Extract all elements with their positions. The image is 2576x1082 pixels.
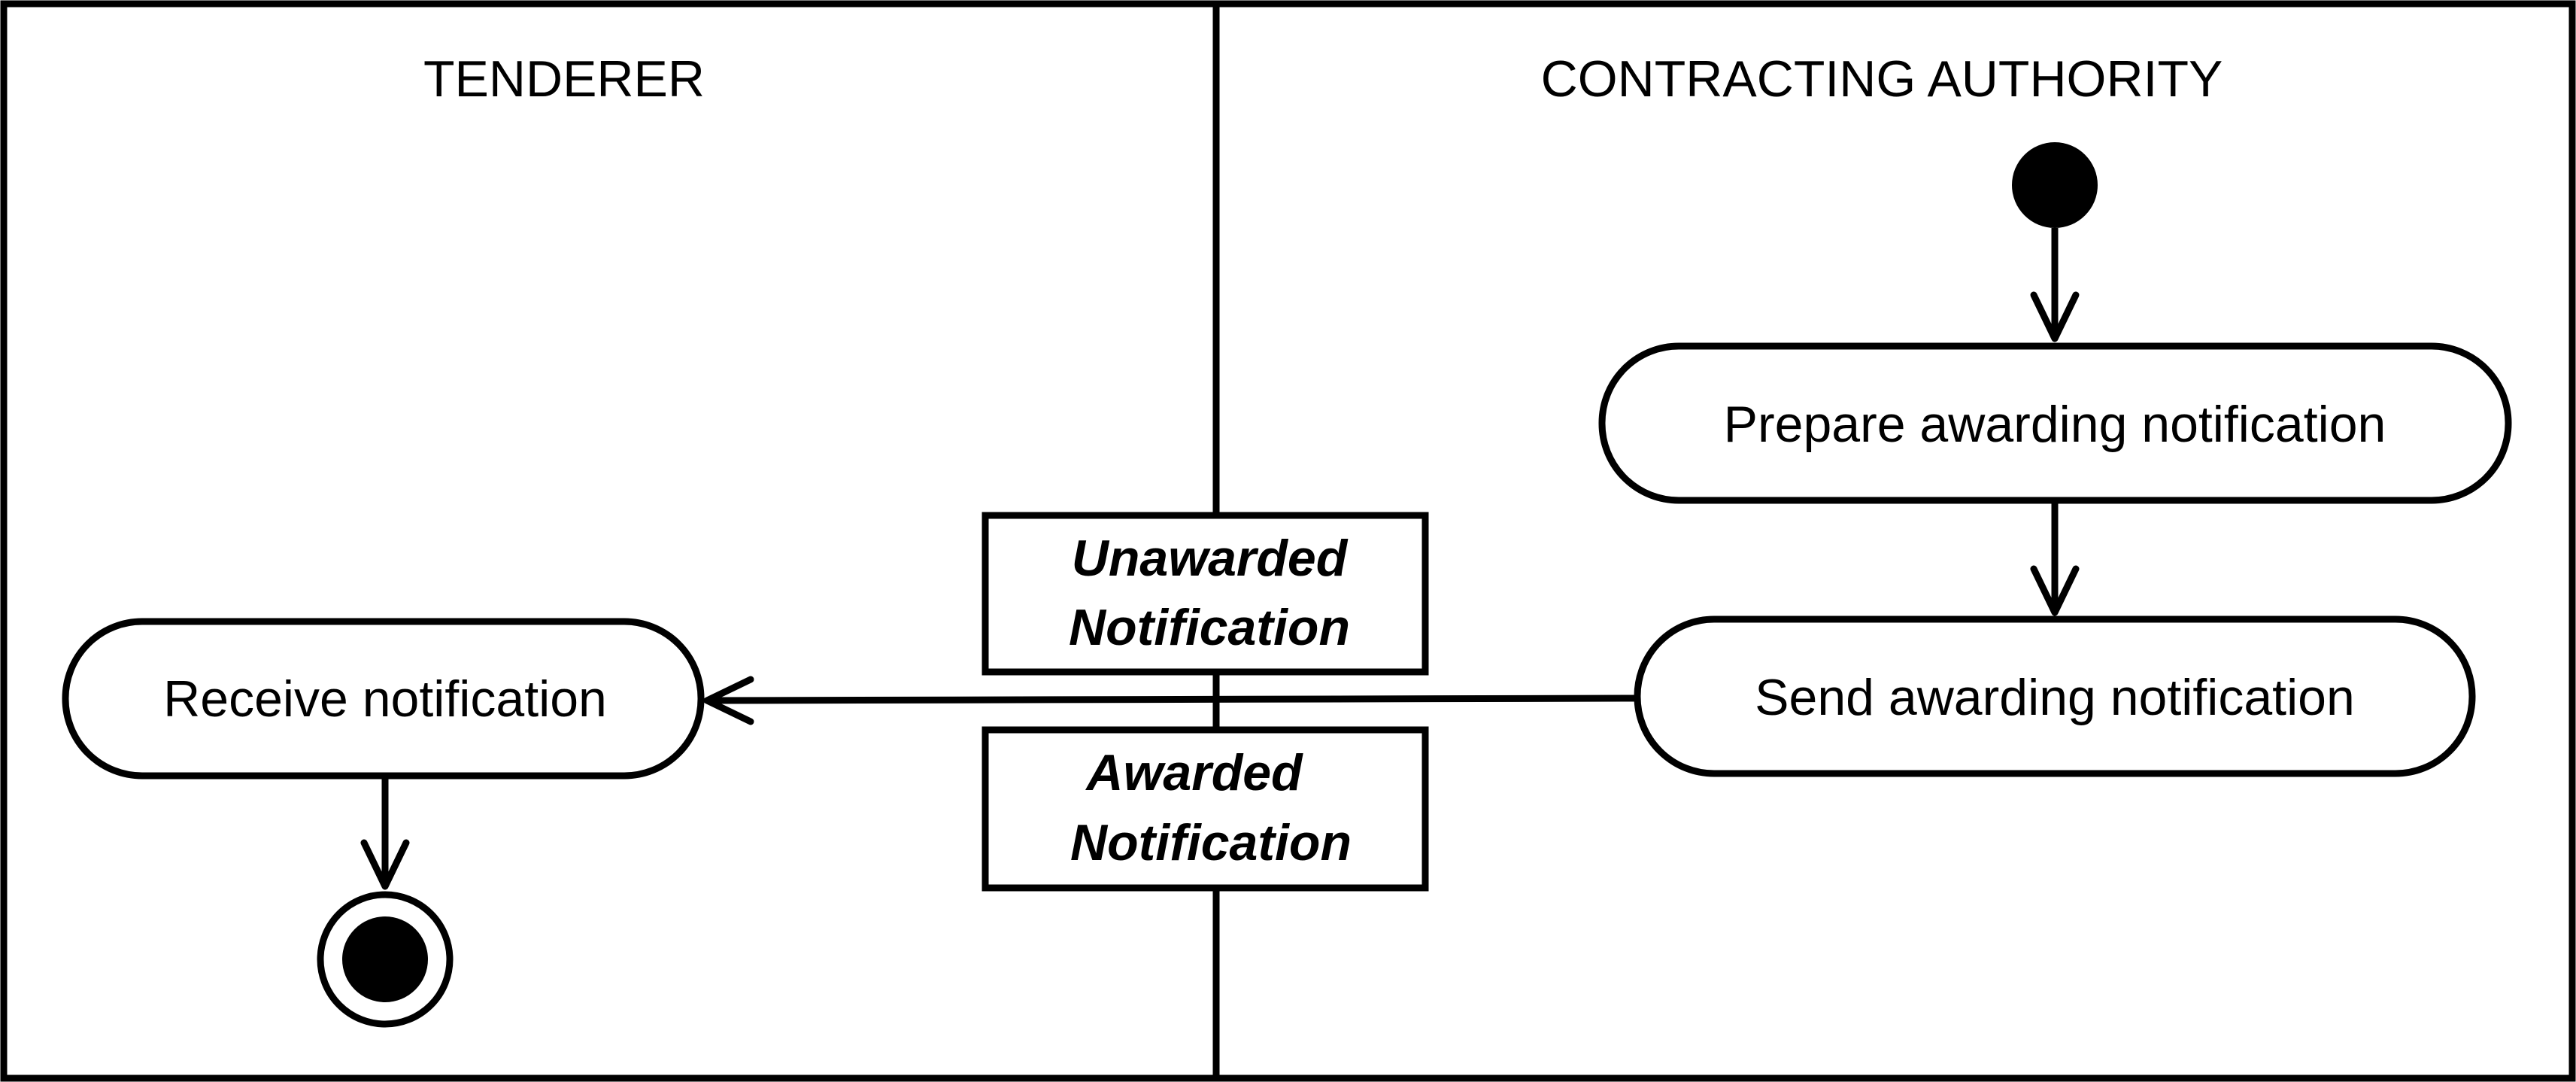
object-unawarded-line1: Unawarded	[1072, 530, 1349, 587]
arrowhead-receive	[703, 676, 754, 725]
final-node-core	[342, 916, 428, 1002]
arrowhead-send	[2030, 565, 2080, 616]
object-unawarded-notification	[982, 512, 1429, 676]
flow-send-to-receive	[706, 694, 1638, 704]
action-send-label: Send awarding notification	[1755, 669, 2355, 726]
object-awarded-notification	[982, 726, 1429, 892]
arrowhead-prepare	[2030, 291, 2080, 342]
initial-node	[2012, 142, 2098, 228]
final-node-ring	[317, 891, 454, 1028]
lane-title-contracting-authority: CONTRACTING AUTHORITY	[1541, 50, 2223, 108]
lane-title-tenderer: TENDERER	[423, 50, 705, 108]
object-awarded-line2: Notification	[1070, 814, 1352, 871]
action-receive-label: Receive notification	[163, 670, 607, 728]
arrowhead-final	[360, 839, 410, 890]
object-awarded-line1: Awarded	[1085, 744, 1303, 801]
action-send	[1634, 615, 2476, 777]
object-unawarded-line2: Notification	[1069, 599, 1350, 656]
action-prepare-label: Prepare awarding notification	[1724, 396, 2386, 453]
